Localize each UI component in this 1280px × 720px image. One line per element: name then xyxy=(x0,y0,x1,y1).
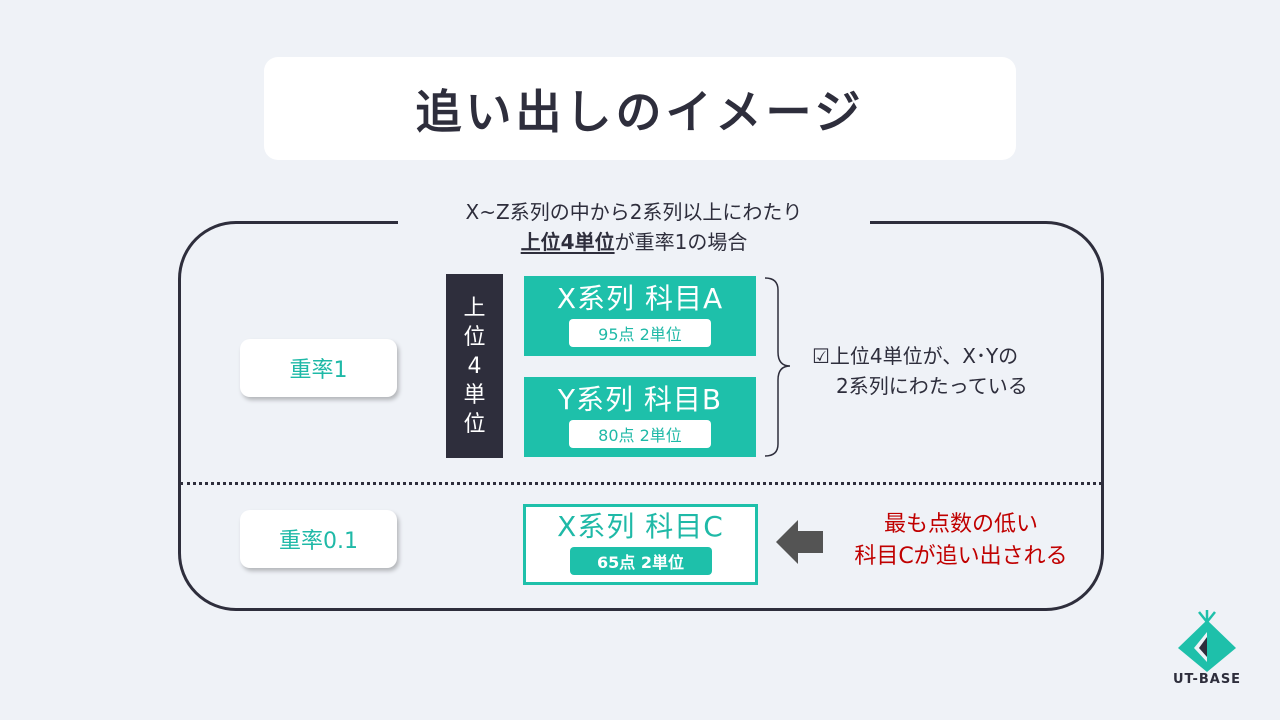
vertical-char: 位 xyxy=(463,411,486,437)
caption-line-1: X~Z系列の中から2系列以上にわたり xyxy=(465,200,803,224)
score-chip-c: 65点 2単位 xyxy=(569,547,712,575)
subject-title-b: Y系列 科目B xyxy=(557,383,723,416)
subject-title-a: X系列 科目A xyxy=(556,282,724,315)
weight-pill-top: 重率1 xyxy=(240,339,397,397)
score-chip-a: 95点 2単位 xyxy=(569,319,711,347)
subject-box-b: Y系列 科目B 80点 2単位 xyxy=(524,377,756,457)
dotted-divider xyxy=(180,482,1102,485)
weight-label-top: 重率1 xyxy=(289,358,348,383)
caption-rest: が重率1の場合 xyxy=(614,230,748,254)
pushed-out-line-1: 最も点数の低い xyxy=(883,512,1038,537)
top-four-units-label: 上 位 4 単 位 xyxy=(446,274,503,458)
caption-highlight: 上位4単位 xyxy=(520,230,615,254)
caption-mask xyxy=(398,205,870,239)
note-text: ☑上位4単位が、X･Yの 2系列にわたっている xyxy=(812,341,1062,401)
weight-label-bottom: 重率0.1 xyxy=(279,529,358,554)
vertical-char: 単 xyxy=(463,382,486,408)
right-brace-icon xyxy=(764,277,791,457)
page-title: 追い出しのイメージ xyxy=(415,84,865,139)
weight-pill-bottom: 重率0.1 xyxy=(240,510,397,568)
subject-title-c: X系列 科目C xyxy=(557,510,724,543)
note-line-2: 2系列にわたっている xyxy=(836,374,1028,398)
caption-line-2: 上位4単位が重率1の場合 xyxy=(398,227,870,257)
vertical-char: 上 xyxy=(463,295,486,321)
note-line-1: ☑上位4単位が、X･Yの xyxy=(812,344,1019,368)
vertical-char: 4 xyxy=(467,353,482,379)
subject-box-a: X系列 科目A 95点 2単位 xyxy=(524,276,756,356)
left-arrow-icon xyxy=(776,520,823,564)
subject-box-c: X系列 科目C 65点 2単位 xyxy=(523,504,758,585)
score-chip-b: 80点 2単位 xyxy=(569,420,711,448)
logo-text: UT-BASE xyxy=(1172,672,1242,687)
title-card: 追い出しのイメージ xyxy=(264,57,1016,160)
vertical-char: 位 xyxy=(463,324,486,350)
pushed-out-note: 最も点数の低い 科目Cが追い出される xyxy=(826,509,1096,573)
pushed-out-line-2: 科目Cが追い出される xyxy=(854,544,1068,569)
ut-base-tent-logo-icon xyxy=(1178,610,1236,672)
